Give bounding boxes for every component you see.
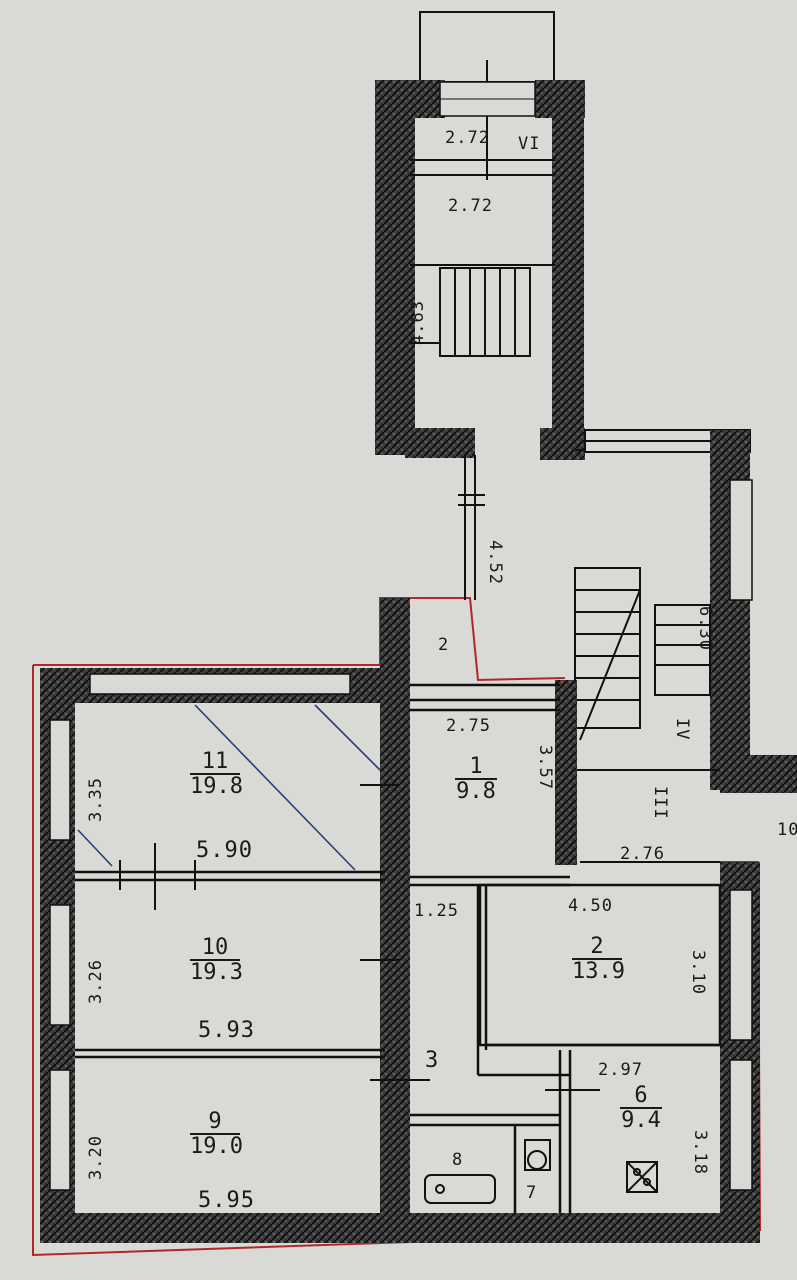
partitions [75,683,722,1213]
corridor [458,429,751,600]
apartment-walls [40,598,760,1243]
room-7-label: 7 [526,1183,538,1203]
room-11-diagonals [77,704,381,871]
room-6-height: 3.18 [690,1130,710,1175]
room-1-width: 2.75 [446,716,491,736]
room-2-height: 3.10 [688,950,708,995]
dim-stair-upper: 2.72 [445,128,490,148]
right-landing [574,430,797,1232]
door-marks [119,784,600,1091]
dim-stair-height: 4.63 [408,300,428,345]
top-stairwell [375,11,585,460]
room-2-width: 4.50 [568,896,613,916]
room-6-width: 2.97 [598,1060,643,1080]
room-11-width: 5.90 [196,838,253,863]
dim-landing-width: 2.76 [620,844,665,864]
room-11-height: 3.35 [86,777,106,822]
roman-label-low: III [650,786,670,820]
roman-label-top: VI [518,134,541,154]
dim-corridor-length: 4.52 [485,540,505,585]
edge-mark: 10 [777,820,797,840]
bathroom-fixtures [424,1139,551,1204]
dim-landing-height: 6.30 [695,606,715,651]
room-1-height: 3.57 [535,745,555,790]
room-10-height: 3.26 [86,959,106,1004]
room-10-width: 5.93 [198,1018,255,1043]
stove-icon [626,1161,658,1193]
dim-entry-width: 1.25 [414,901,459,921]
room-9-height: 3.20 [86,1135,106,1180]
roman-label-mid: IV [672,718,692,741]
dim-stair-lower: 2.72 [448,196,493,216]
label-small-room: 2 [438,635,450,655]
room-8-label: 8 [452,1150,464,1170]
room-9-width: 5.95 [198,1188,255,1213]
room-3-label: 3 [425,1048,440,1073]
